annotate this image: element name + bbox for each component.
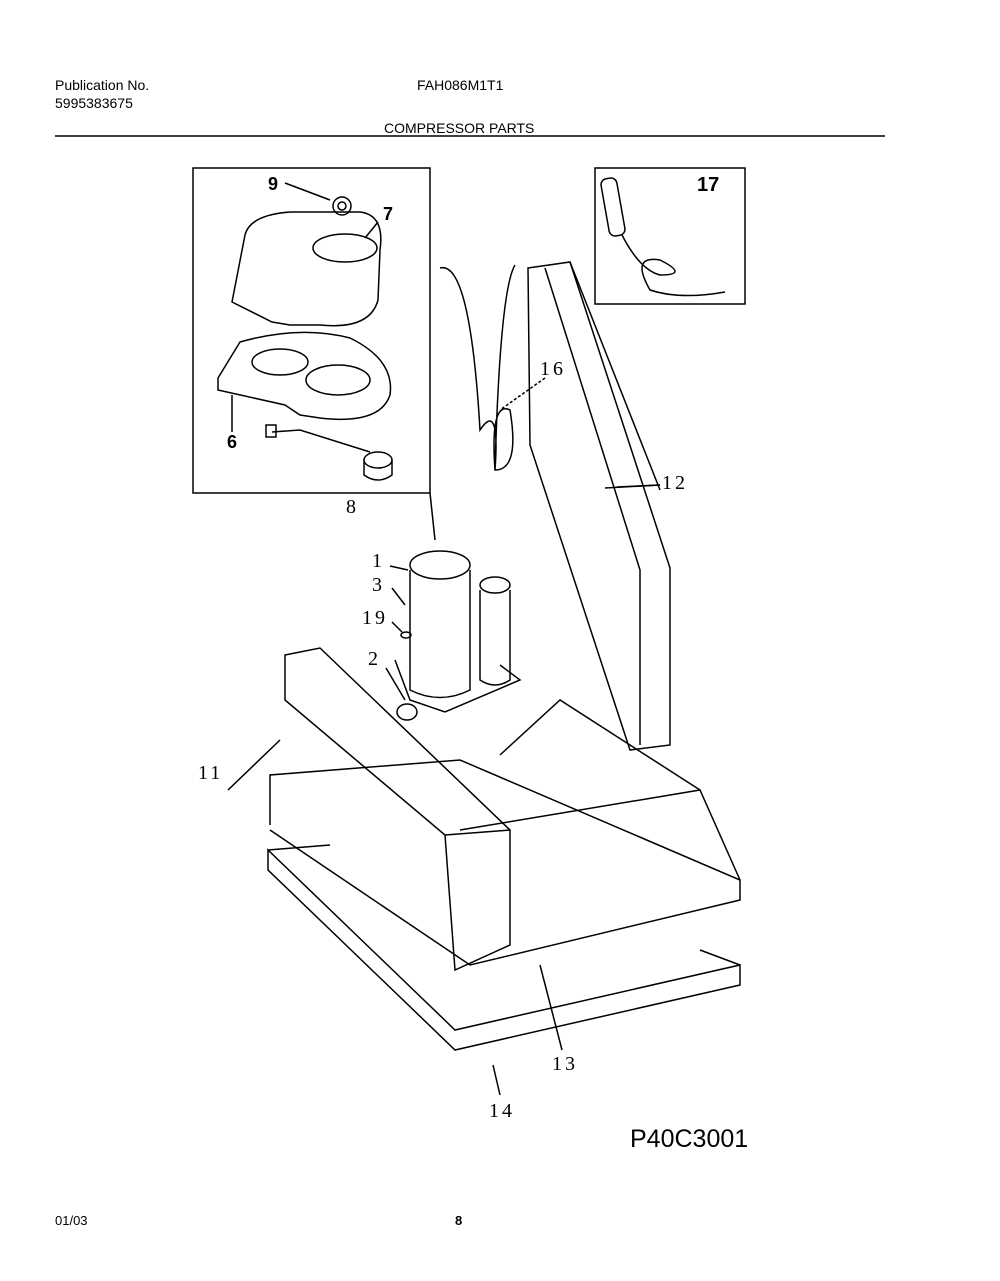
compressor-1 [409,570,471,699]
coil-11 [284,647,511,972]
callout-3: 3 [372,574,385,596]
base-tray-14 [267,848,741,1051]
gasket [217,331,392,421]
callout-13: 13 [552,1053,578,1075]
publication-number: 5995383675 [55,95,133,111]
callout-16: 16 [540,358,566,380]
callout-6: 6 [227,432,238,452]
model-number: FAH086M1T1 [417,77,504,93]
section-title: COMPRESSOR PARTS [384,120,535,136]
callout-1: 1 [372,550,385,572]
compressor-cover [231,211,382,327]
page-number: 8 [455,1213,463,1228]
callout-14: 14 [489,1100,515,1122]
callout-7: 7 [383,204,394,224]
cover-top [312,233,378,263]
publication-label: Publication No. [55,77,150,93]
inset-box [192,167,431,494]
callout-11: 11 [198,762,224,784]
callout-9: 9 [268,174,279,194]
sensor-box [594,167,746,305]
callout-12: 12 [662,472,688,494]
diagram-code: P40C3001 [630,1125,749,1153]
base-pan-13 [269,759,741,966]
callout-8: 8 [346,496,359,518]
callout-2: 2 [368,648,381,670]
footer-date: 01/03 [55,1213,88,1228]
nut [332,196,352,216]
callout-17: 17 [697,174,720,196]
callout-19: 19 [362,607,388,629]
